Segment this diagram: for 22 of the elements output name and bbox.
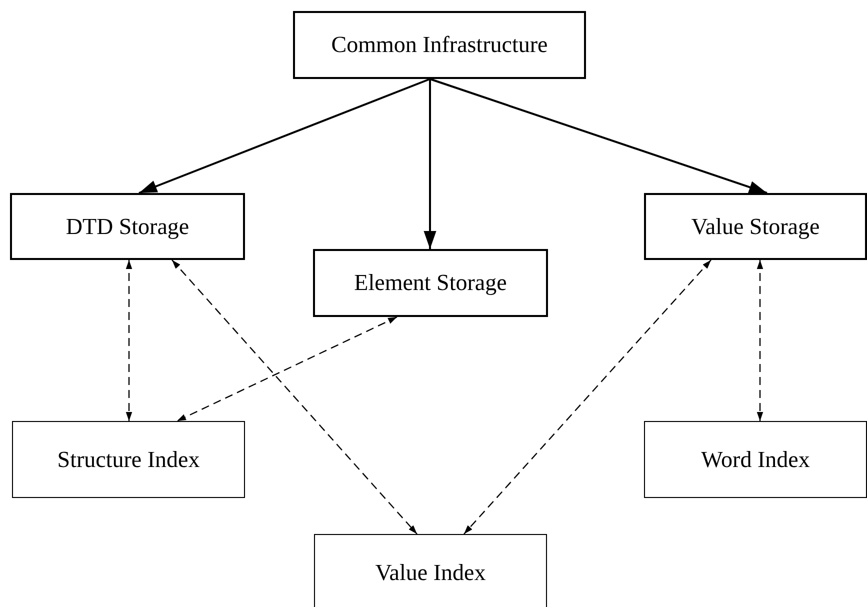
arrow xyxy=(424,79,436,249)
arrow xyxy=(176,316,398,422)
process-box xyxy=(644,193,867,260)
process-box xyxy=(12,421,245,498)
node-label: Structure Index xyxy=(57,446,200,472)
arrow xyxy=(430,78,768,194)
process-box xyxy=(314,534,547,607)
process-box xyxy=(10,193,245,260)
arrow xyxy=(756,260,764,421)
arrow xyxy=(126,260,132,421)
process-box xyxy=(644,421,867,498)
arrow xyxy=(172,260,418,534)
node-label: Common Infrastructure xyxy=(331,32,548,58)
arrow xyxy=(138,78,430,194)
process-box xyxy=(313,249,548,317)
process-box xyxy=(293,11,586,79)
node-label: Value Storage xyxy=(691,214,820,240)
arrow xyxy=(464,260,712,534)
node-label: Word Index xyxy=(701,446,810,472)
node-label: Value Index xyxy=(375,560,486,586)
node-label: DTD Storage xyxy=(66,214,190,240)
node-label: Element Storage xyxy=(354,270,507,296)
